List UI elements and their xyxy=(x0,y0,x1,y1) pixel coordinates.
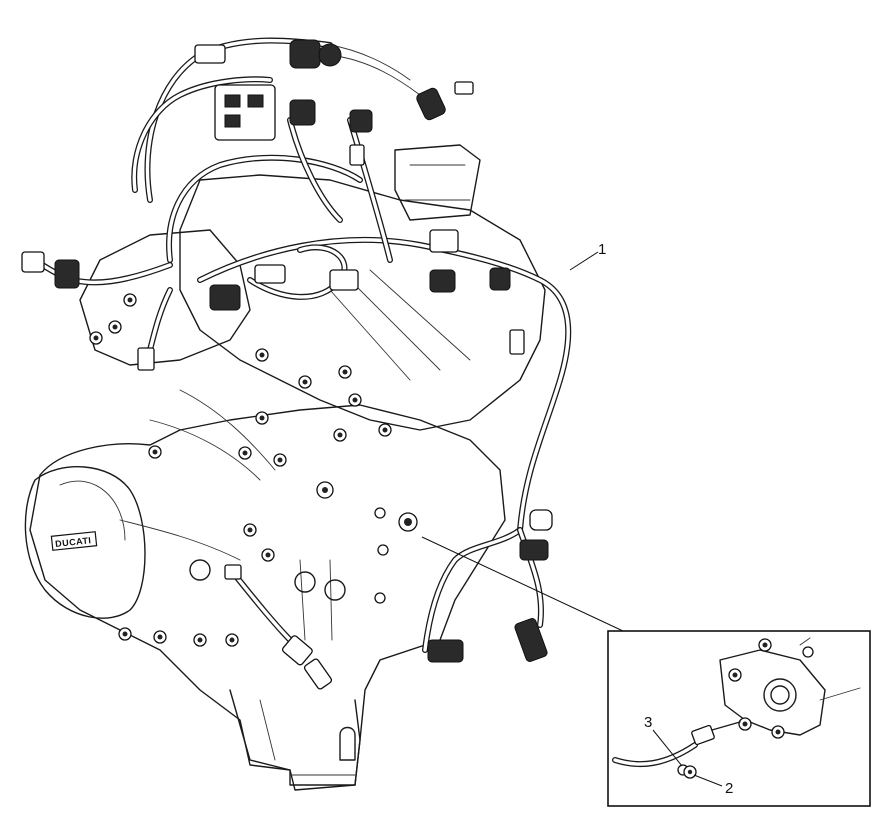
callout-3-label: 3 xyxy=(644,714,652,731)
wiring-harness xyxy=(30,37,572,653)
engine-brand-text: DUCATI xyxy=(55,535,92,549)
ducati-logo-badge: DUCATI xyxy=(50,531,98,551)
callouts: 1 2 3 xyxy=(569,241,733,797)
callout-3-leader xyxy=(652,729,683,767)
detail-inset xyxy=(421,536,871,807)
inset-frame xyxy=(607,630,871,807)
callout-2-label: 2 xyxy=(725,780,733,797)
callout-1-leader xyxy=(569,251,599,271)
harness-connectors xyxy=(21,39,553,690)
callout-1-label: 1 xyxy=(598,241,606,258)
callout-2-leader xyxy=(693,774,723,787)
engine-block xyxy=(24,144,546,791)
inset-leader-line xyxy=(421,536,624,632)
